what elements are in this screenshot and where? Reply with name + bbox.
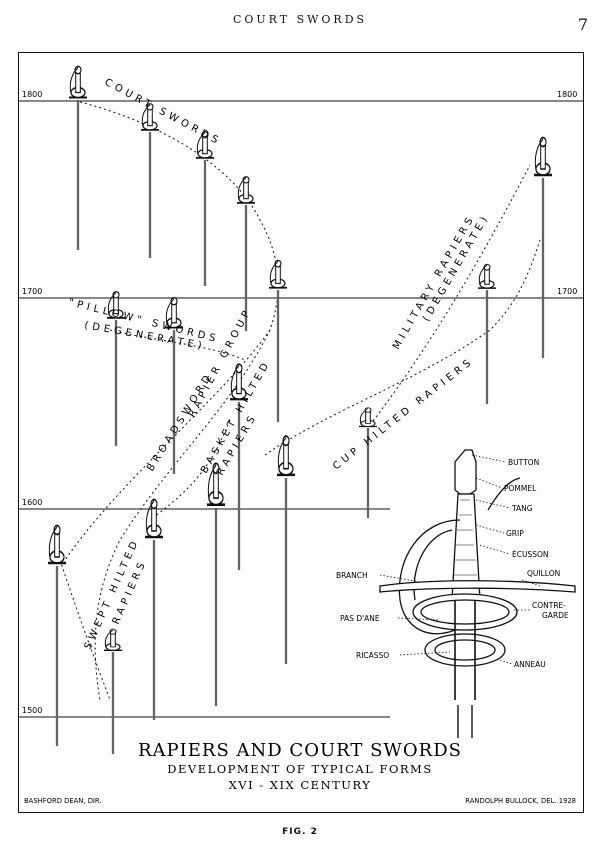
year-1500: 1500: [22, 706, 42, 715]
part-grip: GRIP: [506, 529, 524, 538]
part-ecusson: ÉCUSSON: [512, 550, 549, 559]
part-branch: BRANCH: [336, 571, 368, 580]
year-lines: [19, 100, 583, 718]
caption-subtitle: DEVELOPMENT OF TYPICAL FORMS: [167, 762, 432, 776]
credit-draftsman: RANDOLPH BULLOCK, DEL. 1928: [465, 797, 576, 805]
part-contre-garde-1: CONTRE-: [532, 601, 566, 610]
figure-label: FIG. 2: [282, 827, 318, 837]
part-button: BUTTON: [508, 458, 539, 467]
part-tang: TANG: [511, 504, 533, 513]
rapier-detail-drawing: [379, 449, 576, 738]
running-title: COURT SWORDS: [232, 13, 368, 26]
part-contre-garde-2: GARDE: [542, 611, 569, 620]
part-anneau: ANNEAU: [514, 660, 546, 669]
page-number: 7: [577, 15, 588, 34]
year-1800-right: 1800: [557, 90, 577, 99]
label-cup-hilted-rapiers: CUP HILTED RAPIERS: [331, 356, 476, 473]
year-1600: 1600: [22, 498, 42, 507]
year-1700-right: 1700: [557, 287, 577, 296]
label-court-swords: COURT SWORDS: [103, 77, 224, 148]
caption-century: XVI - XIX CENTURY: [229, 778, 372, 792]
part-quillon: QUILLON: [527, 569, 560, 578]
caption-title: RAPIERS AND COURT SWORDS: [138, 740, 462, 761]
year-1700-left: 1700: [22, 287, 42, 296]
year-1800-left: 1800: [22, 90, 42, 99]
label-military-rapiers: MILITARY RAPIERS: [391, 213, 477, 352]
part-leaders: [379, 454, 541, 665]
plate-border: [18, 52, 584, 813]
part-pas-dane: PAS D'ANE: [340, 614, 380, 623]
label-military-degenerate: (DEGENERATE): [421, 212, 492, 324]
part-ricasso: RICASSO: [356, 651, 389, 660]
part-pommel: POMMEL: [504, 484, 537, 493]
credit-director: BASHFORD DEAN, DIR.: [24, 797, 102, 805]
